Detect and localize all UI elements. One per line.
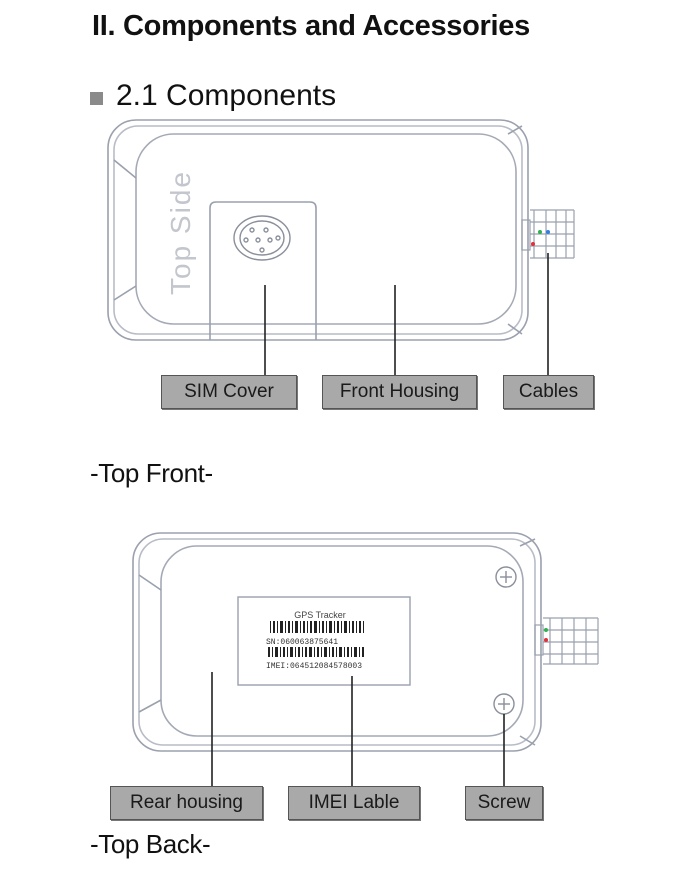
- top-side-text: Top Side: [165, 170, 196, 295]
- sim-connector-icon: [233, 215, 291, 261]
- screw-label: Screw: [465, 786, 543, 820]
- top-back-caption: -Top Back-: [90, 829, 211, 859]
- barcode-icon: [270, 621, 364, 633]
- imei-sticker-title: GPS Tracker: [294, 610, 346, 620]
- back-leader-lines: [211, 672, 505, 786]
- rear-housing-label: Rear housing: [110, 786, 263, 820]
- front-device-illustration: [107, 119, 529, 341]
- back-device-illustration: [132, 532, 542, 752]
- subsection-title: 2.1 Components: [116, 79, 337, 112]
- imei-sticker-imei: IMEI:064512084578003: [266, 662, 362, 671]
- sim-cover-label: SIM Cover: [161, 375, 297, 409]
- section-title: II. Components and Accessories: [92, 10, 530, 42]
- imei-sticker: GPS Tracker SN:060063875641: [237, 596, 411, 686]
- cables-label: Cables: [503, 375, 594, 409]
- cable-connector-icon: [521, 209, 575, 259]
- imei-sticker-sn: SN:060063875641: [266, 638, 338, 647]
- bullet-square-icon: [90, 92, 103, 105]
- front-housing-label: Front Housing: [322, 375, 477, 409]
- front-leader-lines: [264, 253, 549, 375]
- barcode-icon-2: [268, 647, 364, 657]
- imei-lable-label: IMEI Lable: [288, 786, 420, 820]
- top-front-caption: -Top Front-: [90, 458, 213, 488]
- back-cable-connector-icon: [534, 617, 599, 665]
- screw-icon: [493, 566, 517, 715]
